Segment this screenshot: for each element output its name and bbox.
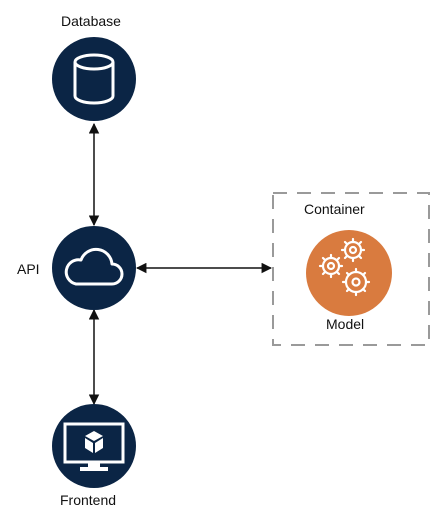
monitor-cube-icon: [63, 422, 125, 471]
model-label: Model: [326, 316, 365, 332]
cloud-icon: [64, 247, 124, 286]
frontend-node[interactable]: [52, 404, 136, 488]
database-node[interactable]: [52, 37, 136, 121]
container-label: Container: [304, 201, 365, 217]
gears-icon: [318, 237, 371, 297]
database-icon: [73, 53, 115, 105]
api-node[interactable]: [52, 226, 136, 310]
database-label: Database: [61, 13, 121, 29]
api-label: API: [17, 261, 40, 277]
model-node[interactable]: [306, 230, 392, 316]
frontend-label: Frontend: [60, 492, 117, 508]
container-box: [272, 192, 430, 346]
